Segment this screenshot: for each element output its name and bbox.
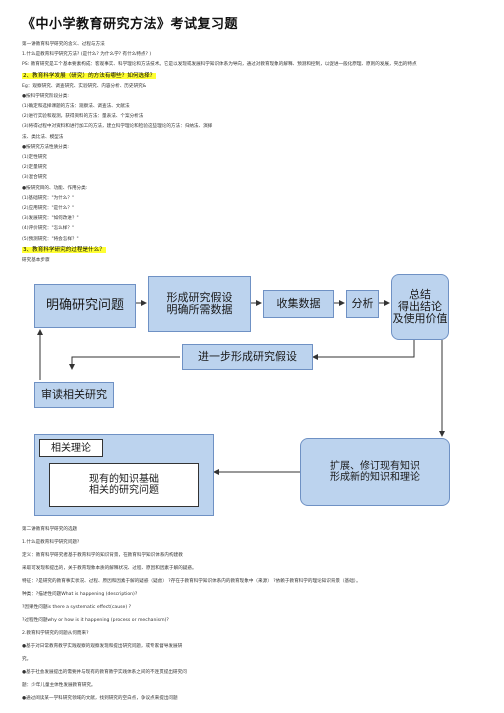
box-define-question: 明确研究问题 [34,284,136,328]
line-text: (5)预测研究："将会怎样？" [22,236,79,242]
bottom-text-line: ?过程性问题why or how is it happening (proces… [22,618,169,623]
box-related-theory: 相关理论 现有的知识基础 相关的研究问题 [34,434,214,516]
box-review-studies: 审读相关研究 [34,382,114,408]
document-title: 《中小学教育研究方法》考试复习题 [22,17,239,32]
arrow-5-6 [312,340,415,360]
top-text-line: (1)确定和选择课题的方法：观察法、调查法、文献法 [22,104,130,110]
bottom-text-line: 题：少年儿童主体性发展教育研究。 [22,683,96,688]
line-text: (1)基础研究："为什么？" [22,195,75,201]
bottom-text-line: 采取可发现和提出的，关于教育现象本质的解释状况、过程、原因和因素于解的疑惑。 [22,566,197,571]
line-text: (2)定量研究 [22,165,47,171]
bottom-text-line: 2.教育科学研究的问题从何而来? [22,631,89,636]
line-text: Eg：观察研究、调查研究、实验研究、内容分析、历史研究& [22,83,147,89]
top-text-line: 法、类比法、模型法 [22,135,63,141]
top-text-line: (2)进行实验和观测，获得资料的方法：量表法、个案分析法 [22,114,143,120]
top-text-line: PS: 教育研究是工个基本要素构成：客观事实、科学理论和方法技术。它是以发现或发… [22,62,417,68]
top-text-line: (1)定性研究 [22,155,47,161]
line-text: 法、类比法、模型法 [22,134,64,140]
box-extend-knowledge: 扩展、修订现有知识 形成新的知识和理论 [300,438,450,506]
top-text-line: (3)发展研究："如何改进？" [22,216,79,222]
top-text-line: ●按科学研究阶段分类: [22,94,69,100]
bottom-text-line: 1.什么是教育科学研究问题? [22,540,80,545]
line-text: (2)进行实验和观测，获得资料的方法：量表法、个案分析法 [22,114,144,120]
box-further-hypothesis: 进一步形成研究假设 [182,344,313,370]
top-text-line: 研究基本步骤 [22,258,50,264]
top-text-line: (5)预测研究："将会怎样？" [22,237,79,243]
top-text-line: ●按研究目的、功能、作用分类: [22,186,87,192]
bottom-text-line: 种类：?描述性问题What is happening (description)… [22,592,138,597]
line-text: ●按研究方法性质分类: [22,144,69,150]
top-text-line: (3)将得过程中对资料和进行加工的方法，建立科学理论和检验这些理论的方法：归纳法… [22,124,212,130]
box-form-hypothesis: 形成研究假设 明确所需数据 [148,276,251,332]
bottom-text-line: 特征：?是研究的教育事实状况、过程、原因和因素于解的疑惑（疑虑） ?存在于教育科… [22,579,361,584]
top-text-line: 2、教育科学发展（研究）的方法有哪些？如何选择？ [22,72,157,80]
bottom-text-line: ●基于社会发展提出的需要并与现有的教育教学实践体系之间的不连贯提出研究问 [22,670,187,675]
bottom-text-line: 第二讲教育科学研究的选题 [22,527,78,532]
box-analyze: 分析 [346,290,379,318]
related-theory-label: 相关理论 [39,439,103,457]
line-text: ●按科学研究阶段分类: [22,93,69,99]
line-text: 研究基本步骤 [22,257,50,263]
bottom-text-line: ?因果性问题is there a systematic effect(cause… [22,605,132,610]
research-process-diagram: 明确研究问题 形成研究假设 明确所需数据 收集数据 分析 总结 得出结论 及使用… [32,268,452,518]
arrow-6-7 [69,356,180,370]
highlighted-heading: 3、教育科学研究的过程是什么？ [22,246,106,253]
bottom-text-line: 究。 [22,657,32,662]
line-text: 1.什么是教育科学研究方法? (是什么? 为什么学? 有什么特点? ) [22,52,152,58]
line-text: PS: 教育研究是工个基本要素构成：客观事实、科学理论和方法技术。它是以发现或发… [22,62,417,68]
top-text-line: ●按研究方法性质分类: [22,145,69,151]
line-text: (2)应用研究："是什么？" [22,206,75,211]
top-text-line: 1.什么是教育科学研究方法? (是什么? 为什么学? 有什么特点? ) [22,52,151,58]
bottom-text-line: ●通过阅读某一学科研究领域的文献，找到研究的空白点，争议点来提出问题 [22,696,178,701]
box-conclusion: 总结 得出结论 及使用价值 [391,274,449,340]
bottom-text-line: 定义：教育科学研究者基于教育科学的知识背景，在教育科学知识体系内构建教 [22,553,183,558]
line-text: (4)评价研究："怎么样？" [22,226,75,232]
diagram-arrows [37,300,445,475]
box-collect-data: 收集数据 [263,290,334,318]
top-text-line: 第一讲教育科学研究的含义、过程与方法 [22,42,105,48]
line-text: (1)确定和选择课题的方法：观察法、调查法、文献法 [22,104,130,109]
top-text-line: Eg：观察研究、调查研究、实验研究、内容分析、历史研究& [22,84,146,90]
line-text: (1)定性研究 [22,155,47,160]
knowledge-base-box: 现有的知识基础 相关的研究问题 [49,463,199,507]
line-text: (3)将得过程中对资料和进行加工的方法，建立科学理论和检验这些理论的方法：归纳法… [22,124,213,130]
bottom-text-line: ●基于对日常教育教学实践观察的观察发现和提出研究问题，或专家督导发展研 [22,644,183,649]
top-text-line: 3、教育科学研究的过程是什么？ [22,246,106,254]
line-text: (3)混合研究 [22,175,47,181]
top-text-line: (4)评价研究："怎么样？" [22,226,74,232]
line-text: 第一讲教育科学研究的含义、过程与方法 [22,42,105,47]
line-text: (3)发展研究："如何改进？" [22,216,79,222]
top-text-line: (1)基础研究："为什么？" [22,196,74,202]
line-text: ●按研究目的、功能、作用分类: [22,185,88,191]
highlighted-heading: 2、教育科学发展（研究）的方法有哪些？如何选择？ [22,72,157,79]
top-text-line: (3)混合研究 [22,175,47,181]
top-text-line: (2)应用研究："是什么？" [22,206,74,212]
top-text-line: (2)定量研究 [22,165,47,171]
